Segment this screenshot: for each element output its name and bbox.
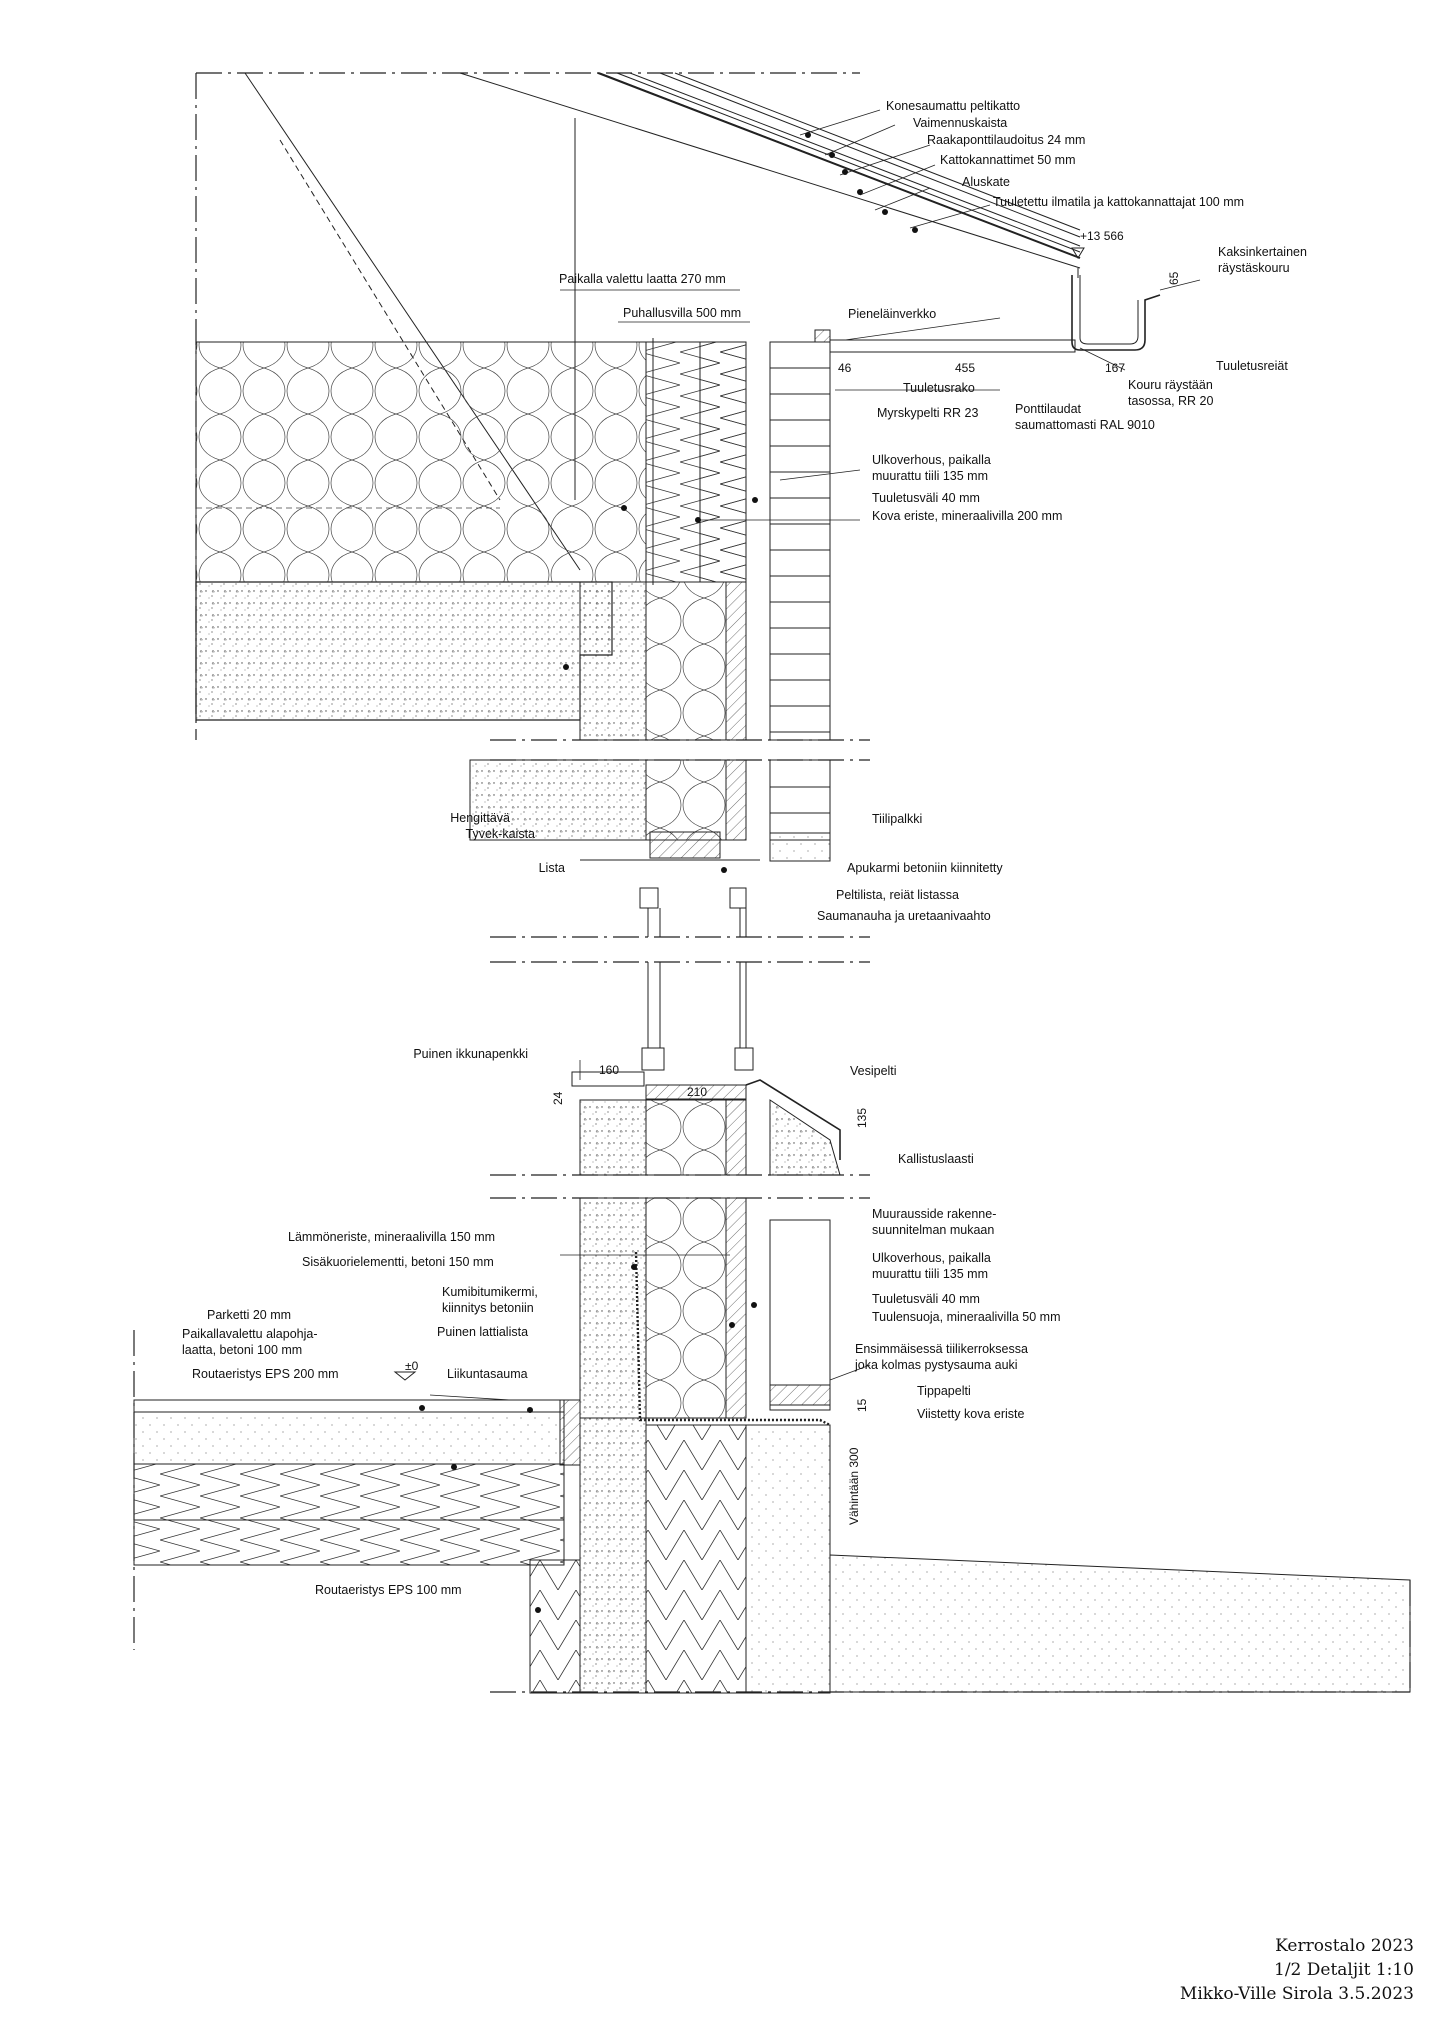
label-muurausside-1: Muurausside rakenne- [872, 1207, 996, 1221]
dim-15: 15 [855, 1398, 869, 1412]
label-tuulensuoja: Tuulensuoja, mineraalivilla 50 mm [872, 1310, 1061, 1324]
label-routa200: Routaeristys EPS 200 mm [192, 1367, 339, 1381]
label-saumanauha: Saumanauha ja uretaanivaahto [817, 909, 991, 923]
label-ponttilaudat-1: Ponttilaudat [1015, 402, 1082, 416]
label-kallistuslaasti: Kallistuslaasti [898, 1152, 974, 1166]
label-kaksinkertainen-1: Kaksinkertainen [1218, 245, 1307, 259]
label-apukarmi: Apukarmi betoniin kiinnitetty [847, 861, 1003, 875]
label-tuuletusvali-1: Tuuletusväli 40 mm [872, 491, 980, 505]
label-parketti: Parketti 20 mm [207, 1308, 291, 1322]
label-tuuletusvali-2: Tuuletusväli 40 mm [872, 1292, 980, 1306]
title-author: Mikko-Ville Sirola 3.5.2023 [1180, 1984, 1414, 2004]
dim-gutter-h: 65 [1167, 271, 1181, 285]
label-hengittava-1: Hengittävä [450, 811, 510, 825]
label-konesaumattu: Konesaumattu peltikatto [886, 99, 1020, 113]
dim-level-floor: ±0 [405, 1359, 419, 1373]
label-tiilipalkki: Tiilipalkki [872, 812, 922, 826]
label-viistetty: Viistetty kova eriste [917, 1407, 1025, 1421]
roof-structure [244, 72, 1081, 585]
dim-160: 160 [599, 1063, 619, 1077]
label-kouru-2: tasossa, RR 20 [1128, 394, 1214, 408]
eave [814, 268, 1161, 353]
label-alapohja-2: laatta, betoni 100 mm [182, 1343, 302, 1357]
label-ponttilaudat-2: saumattomasti RAL 9010 [1015, 418, 1155, 432]
label-lattialista: Puinen lattialista [437, 1325, 528, 1339]
title-project: Kerrostalo 2023 [1275, 1936, 1414, 1956]
label-raakaponttilaudoitus: Raakaponttilaudoitus 24 mm [927, 133, 1085, 147]
label-kouru-1: Kouru räystään [1128, 378, 1213, 392]
label-vaimennus: Vaimennuskaista [913, 116, 1007, 130]
label-kumibitumi-2: kiinnitys betoniin [442, 1301, 534, 1315]
label-tippapelti: Tippapelti [917, 1384, 971, 1398]
label-ulkoverhous-2a: Ulkoverhous, paikalla [872, 1251, 991, 1265]
lower-wall [529, 1197, 831, 1694]
label-kumibitumi-1: Kumibitumikermi, [442, 1285, 538, 1299]
label-lammoneriste: Lämmöneriste, mineraalivilla 150 mm [288, 1230, 495, 1244]
label-tuuletusreiat: Tuuletusreiät [1216, 359, 1288, 373]
label-ulkoverhous-1a: Ulkoverhous, paikalla [872, 453, 991, 467]
label-ensimmaisessa-1: Ensimmäisessä tiilikerroksessa [855, 1342, 1028, 1356]
label-puhallusvilla: Puhallusvilla 500 mm [623, 306, 741, 320]
annotation-labels: Konesaumattu peltikatto Vaimennuskaista … [182, 99, 1307, 1597]
label-paikalla-laatta: Paikalla valettu laatta 270 mm [559, 272, 726, 286]
label-ulkoverhous-1b: muurattu tiili 135 mm [872, 469, 988, 483]
leader-lines [429, 109, 1201, 1401]
title-block: Kerrostalo 2023 1/2 Detaljit 1:10 Mikko-… [1180, 1936, 1414, 2004]
window-head [469, 759, 831, 937]
label-kaksinkertainen-2: räystäskouru [1218, 261, 1290, 275]
leader-dots [419, 132, 918, 1613]
label-sisakuori: Sisäkuorielementti, betoni 150 mm [302, 1255, 494, 1269]
dim-455: 455 [955, 361, 975, 375]
label-tuuletettu: Tuuletettu ilmatila ja kattokannattajat … [993, 195, 1244, 209]
label-ensimmaisessa-2: joka kolmas pystysauma auki [854, 1358, 1018, 1372]
dim-167: 167 [1105, 361, 1125, 375]
ground-floor [133, 1399, 1411, 1693]
dim-24: 24 [551, 1091, 565, 1105]
dim-135: 135 [855, 1108, 869, 1128]
dim-210: 210 [687, 1085, 707, 1099]
label-liikuntasauma: Liikuntasauma [447, 1367, 528, 1381]
label-pienelainverkko: Pieneläinverkko [848, 307, 936, 321]
label-vesipelti: Vesipelti [850, 1064, 897, 1078]
dim-vahintaan: Vähintään 300 [847, 1447, 861, 1525]
label-hengittava-2: Tyvek-kaista [466, 827, 536, 841]
label-routa100: Routaeristys EPS 100 mm [315, 1583, 462, 1597]
brick-upper [769, 341, 831, 741]
label-aluskate: Aluskate [962, 175, 1010, 189]
label-lista: Lista [539, 861, 565, 875]
label-muurausside-2: suunnitelman mukaan [872, 1223, 994, 1237]
label-myrskypelti: Myrskypelti RR 23 [877, 406, 978, 420]
label-ikkunapenkki: Puinen ikkunapenkki [413, 1047, 528, 1061]
label-peltilista: Peltilista, reiät listassa [836, 888, 959, 902]
concrete-slab [195, 581, 613, 721]
label-alapohja-1: Paikallavalettu alapohja- [182, 1327, 318, 1341]
blown-wool [195, 341, 647, 583]
label-kova-eriste: Kova eriste, mineraalivilla 200 mm [872, 509, 1062, 523]
dim-46: 46 [838, 361, 852, 375]
dim-level-top: +13 566 [1080, 229, 1124, 243]
label-ulkoverhous-2b: muurattu tiili 135 mm [872, 1267, 988, 1281]
label-tuuletusrako: Tuuletusrako [903, 381, 975, 395]
window-sill [571, 962, 841, 1176]
title-sheet: 1/2 Detaljit 1:10 [1274, 1960, 1414, 1980]
label-kattokannattimet: Kattokannattimet 50 mm [940, 153, 1075, 167]
dimensions: +13 566 65 46 455 167 160 210 24 135 ±0 … [405, 229, 1181, 1525]
